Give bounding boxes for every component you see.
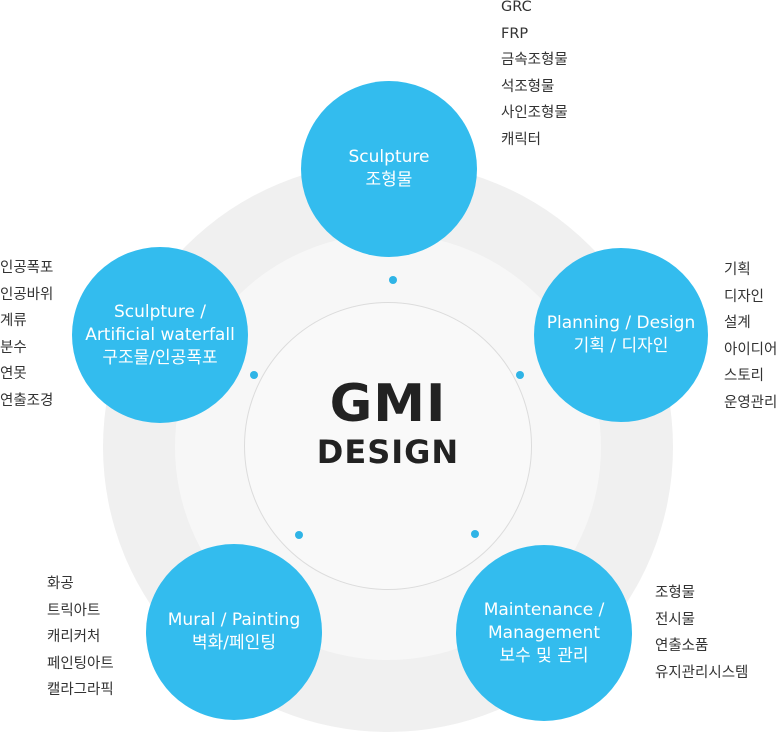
ring-dot-bottom-right	[471, 530, 479, 538]
list-item: 인공바위	[0, 286, 54, 303]
list-sculpture: GRC FRP 금속조형물 석조형물 사인조형물 캐릭터	[501, 0, 568, 153]
ring-dot-bottom-left	[295, 531, 303, 539]
list-maintenance-management: 조형물 전시물 연출소품 유지관리시스템	[655, 580, 748, 686]
node-maintenance-label-ko: 보수 및 관리	[499, 645, 589, 666]
node-sculpture-waterfall: Sculpture / Artificial waterfall 구조물/인공폭…	[72, 247, 248, 423]
list-item: 캘라그라픽	[47, 682, 114, 698]
list-item: 계류	[0, 313, 27, 329]
list-item: 아이디어	[724, 341, 778, 358]
list-item: 트릭아트	[47, 602, 101, 619]
list-item: 분수	[0, 339, 27, 356]
list-item: 금속조형물	[501, 52, 568, 68]
list-item: 인공폭포	[0, 260, 54, 276]
list-item: 디자인	[724, 288, 765, 305]
list-item: 유지관리시스템	[655, 664, 749, 681]
list-item: 연못	[0, 366, 27, 382]
list-item: 연출조경	[0, 392, 54, 409]
center-title-gmi: GMI	[329, 374, 447, 434]
node-mural-label-ko: 벽화/페인팅	[192, 633, 276, 653]
node-planning-label-en: Planning / Design	[546, 313, 696, 333]
node-waterfall-label-en-1: Sculpture /	[113, 301, 207, 322]
list-item: 페인팅아트	[47, 655, 114, 672]
list-item: 화공	[47, 576, 74, 592]
node-mural-label-en: Mural / Painting	[167, 610, 301, 630]
node-maintenance-management: Maintenance / Management 보수 및 관리	[456, 545, 632, 721]
node-planning-design: Planning / Design 기획 / 디자인	[534, 248, 708, 422]
center-title-design: DESIGN	[316, 433, 460, 471]
node-sculpture: Sculpture 조형물	[301, 81, 477, 257]
node-maintenance-label-en-2: Management	[488, 622, 600, 643]
node-planning-label-ko: 기획 / 디자인	[573, 336, 669, 356]
ring-dot-right	[516, 371, 524, 379]
list-item: 캐리커처	[47, 629, 101, 645]
ring-dot-top	[389, 276, 397, 284]
node-waterfall-label-en-2: Artificial waterfall	[85, 324, 235, 345]
list-mural-painting: 화공 트릭아트 캐리커처 페인팅아트 캘라그라픽	[47, 571, 114, 704]
node-maintenance-label-en-1: Maintenance /	[483, 599, 605, 620]
inner-ring	[244, 302, 532, 590]
list-item: 기획	[724, 262, 751, 278]
list-item: 스토리	[724, 368, 765, 384]
node-sculpture-label-ko: 조형물	[365, 170, 413, 190]
list-item: FRP	[501, 25, 529, 42]
list-item: 캐릭터	[501, 131, 542, 148]
list-planning-design: 기획 디자인 설계 아이디어 스토리 운영관리	[724, 257, 777, 416]
list-item: 사인조형물	[501, 105, 568, 121]
list-item: 조형물	[655, 585, 696, 601]
node-sculpture-label-en: Sculpture	[348, 147, 430, 167]
list-item: 설계	[724, 315, 751, 331]
node-mural-painting: Mural / Painting 벽화/페인팅	[146, 544, 322, 720]
list-item: 연출소품	[655, 638, 709, 654]
list-item: 석조형물	[501, 78, 555, 95]
list-sculpture-waterfall: 인공폭포 인공바위 계류 분수 연못 연출조경	[0, 255, 53, 414]
list-item: 운영관리	[724, 394, 778, 411]
list-item: 전시물	[655, 611, 696, 628]
node-waterfall-label-ko: 구조물/인공폭포	[102, 347, 218, 368]
list-item: GRC	[501, 0, 532, 15]
ring-dot-left	[250, 371, 258, 379]
